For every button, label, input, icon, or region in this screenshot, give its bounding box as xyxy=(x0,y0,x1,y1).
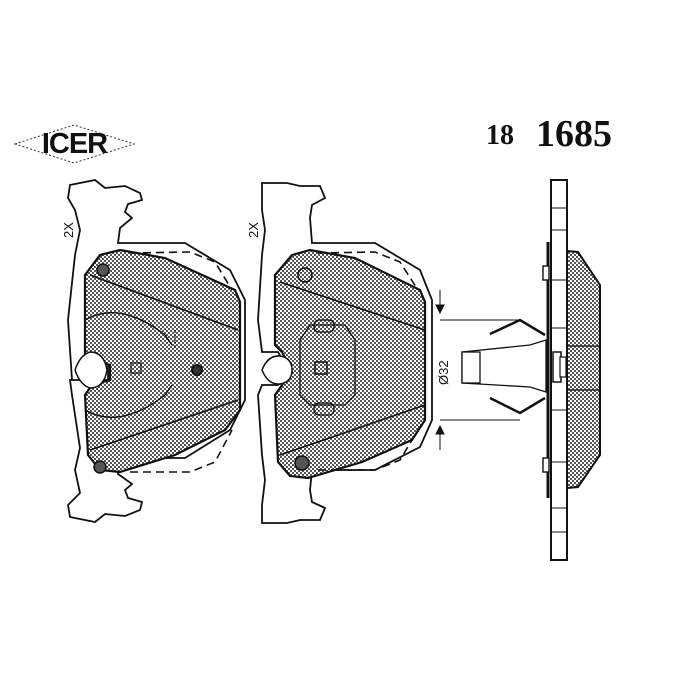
part-prefix: 18 xyxy=(486,120,514,151)
dimension-label: Ø32 xyxy=(436,360,451,385)
pad-view-inner xyxy=(257,182,433,524)
side-view xyxy=(461,179,601,561)
pad-view-outer xyxy=(67,179,246,523)
quantity-label-outer: 2X xyxy=(61,222,76,238)
part-number: 1685 xyxy=(536,113,612,155)
brand-name: ICER xyxy=(41,128,108,160)
brand-logo: ICER xyxy=(12,122,137,166)
logo-diamond-icon xyxy=(13,124,136,164)
quantity-label-inner: 2X xyxy=(246,222,261,238)
dimension-diameter xyxy=(435,290,520,450)
